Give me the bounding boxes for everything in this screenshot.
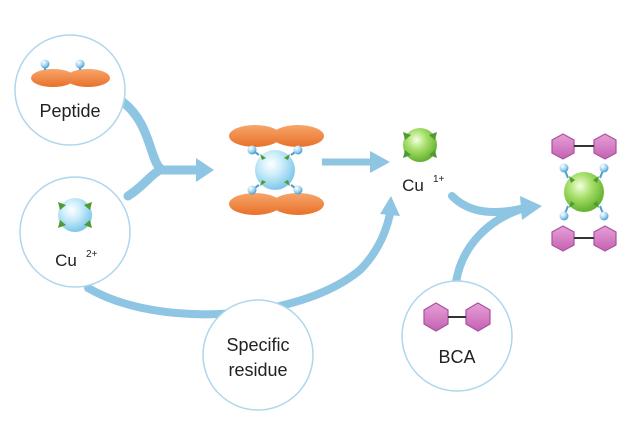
peptide-label: Peptide <box>39 101 100 121</box>
bca-circle <box>401 280 513 392</box>
arrow-cu2-to-cu1-curve <box>84 210 394 319</box>
peptide-circle <box>14 34 126 146</box>
copper-ion-icon <box>403 128 437 162</box>
cu2-label: Cu <box>55 251 77 270</box>
cu2-superscript: 2+ <box>86 249 98 260</box>
peptide-node: Peptide <box>14 34 126 146</box>
arrow-bca-to-final <box>452 204 529 286</box>
specific-residue-label-line2: residue <box>228 360 287 380</box>
arrowhead-cu1-from-complex <box>370 151 390 173</box>
arrowhead-final <box>520 196 542 220</box>
arrow-peptide-to-complex <box>115 95 165 173</box>
bca-label: BCA <box>438 347 475 367</box>
cu1-node: Cu 1+ <box>402 128 445 195</box>
cu1-superscript: 1+ <box>433 174 445 185</box>
cu2-node: Cu 2+ <box>19 176 131 288</box>
arrowhead-complex <box>196 158 214 182</box>
specific-residue-label-line1: Specific <box>226 335 289 355</box>
bca-copper-complex-icon <box>551 133 617 252</box>
arrow-cu2-to-complex <box>123 165 165 201</box>
cu1-label: Cu <box>402 176 424 195</box>
bca-molecule-icon <box>423 302 491 332</box>
arrows-layer <box>84 95 542 319</box>
peptide-icon <box>31 59 110 87</box>
copper-ion-icon <box>58 198 92 232</box>
specific-residue-node: Specific residue <box>202 299 314 411</box>
copper-peptide-complex-icon <box>229 125 324 215</box>
arrowhead-cu1-from-curve <box>380 196 400 216</box>
specific-residue-circle <box>202 299 314 411</box>
bca-node: BCA <box>401 280 513 392</box>
